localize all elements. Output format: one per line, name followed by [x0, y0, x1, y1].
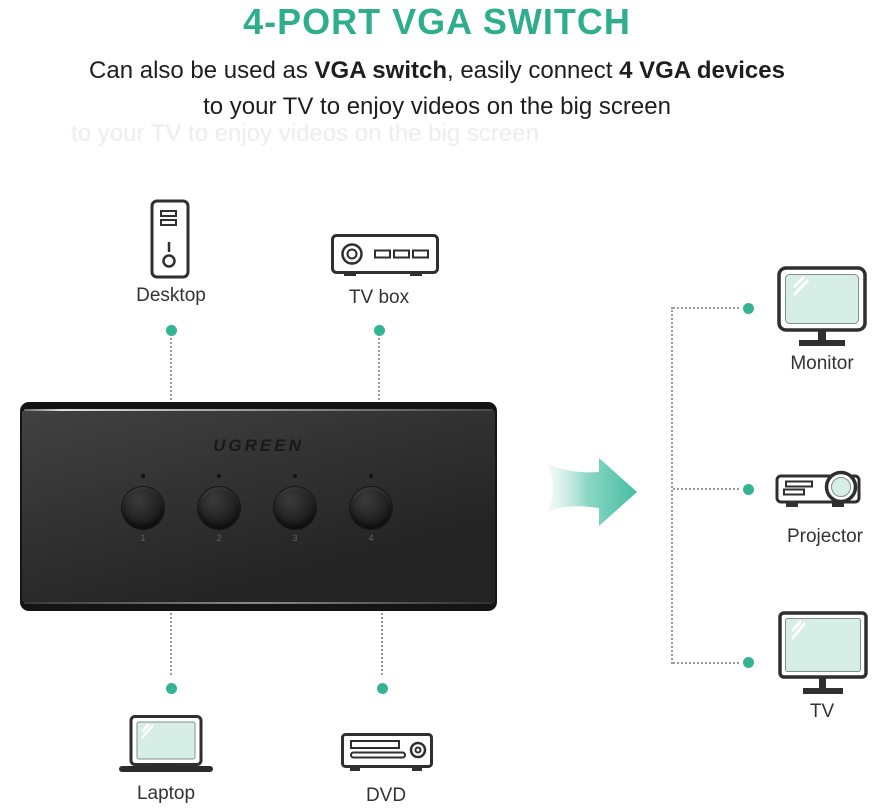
port-number-1: 1	[140, 533, 146, 543]
dashed-line-output-spine	[671, 307, 673, 664]
dashed-line-laptop	[170, 613, 172, 675]
ghost-watermark-text: to your TV to enjoy videos on the big sc…	[71, 120, 539, 147]
tv-box-icon	[331, 234, 439, 276]
subtitle-text: Can also be used as	[89, 57, 315, 84]
connector-dot	[743, 657, 754, 668]
tv-icon	[778, 611, 868, 694]
port-led-1	[141, 474, 145, 478]
subtitle-text: , easily connect	[446, 57, 620, 84]
output-label-tv: TV	[809, 701, 835, 722]
port-number-3: 3	[292, 533, 298, 543]
dvd-player-icon	[341, 733, 433, 771]
output-label-projector: Projector	[786, 526, 864, 547]
port-led-2	[217, 474, 221, 478]
output-label-monitor: Monitor	[790, 353, 854, 374]
port-button-1	[122, 487, 164, 529]
monitor-icon	[777, 266, 867, 346]
connector-dot	[743, 303, 754, 314]
page-title: 4-PORT VGA SWITCH	[243, 1, 631, 42]
switch-faceplate	[22, 411, 495, 602]
subtitle-line-1: Can also be used as VGA switch, easily c…	[0, 57, 874, 85]
input-label-tv-box: TV box	[348, 287, 410, 308]
dashed-line-desktop	[170, 338, 172, 400]
dashed-line-dvd	[381, 613, 383, 675]
subtitle-bold-vga-switch: VGA switch	[314, 57, 447, 84]
connector-dot	[166, 325, 177, 336]
connector-dot	[743, 484, 754, 495]
arrow-right-icon	[547, 458, 637, 526]
ugreen-logo: UGREEN	[213, 436, 304, 455]
input-label-desktop: Desktop	[136, 285, 206, 306]
connector-dot	[166, 683, 177, 694]
dashed-line-projector	[673, 488, 739, 490]
port-button-4	[350, 487, 392, 529]
projector-icon	[775, 470, 861, 507]
connector-dot	[377, 683, 388, 694]
port-number-4: 4	[368, 533, 374, 543]
port-led-3	[293, 474, 297, 478]
connector-dot	[374, 325, 385, 336]
port-number-2: 2	[216, 533, 222, 543]
desktop-tower-icon	[150, 199, 190, 279]
port-button-2	[198, 487, 240, 529]
dashed-line-monitor	[673, 307, 739, 309]
dashed-line-tv	[673, 662, 739, 664]
laptop-icon	[119, 715, 213, 772]
input-label-laptop: Laptop	[136, 783, 196, 804]
input-label-dvd: DVD	[365, 785, 407, 806]
dashed-line-tv-box	[378, 338, 380, 400]
subtitle-line-2: to your TV to enjoy videos on the big sc…	[203, 93, 671, 120]
port-button-3	[274, 487, 316, 529]
vga-switch-device: UGREEN 1 2 3 4	[20, 402, 497, 611]
switch-top-edge-highlight	[24, 409, 493, 411]
subtitle-bold-devices: 4 VGA devices	[619, 57, 785, 84]
port-led-4	[369, 474, 373, 478]
switch-bottom-edge-highlight	[24, 602, 493, 604]
